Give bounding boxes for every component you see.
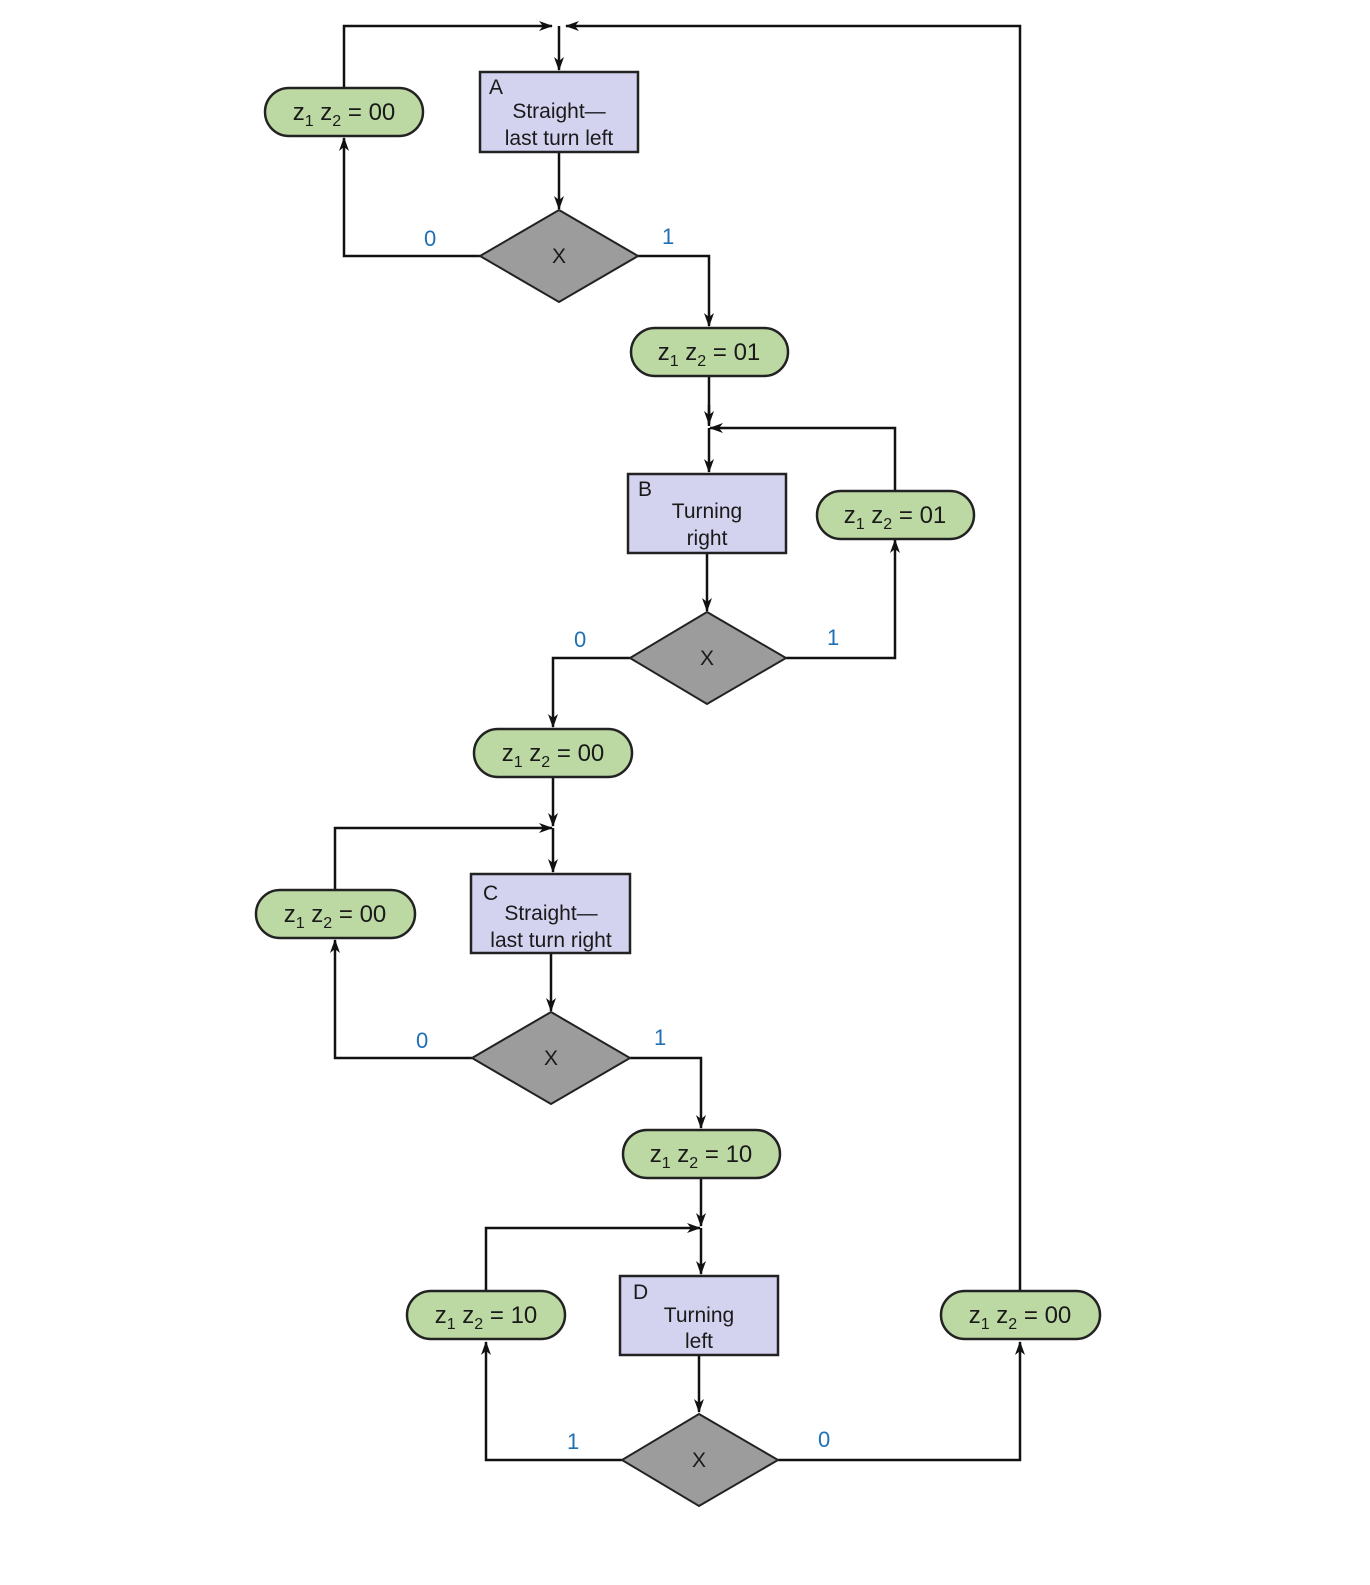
branch-label-one: 1 xyxy=(827,625,839,650)
output-b1: z1 z2 = 01 xyxy=(815,489,976,541)
output-a1: z1 z2 = 01 xyxy=(629,326,790,378)
state-c: C Straight— last turn right xyxy=(469,872,632,955)
wire-xd-one xyxy=(481,1341,622,1462)
state-a: A Straight— last turn left xyxy=(478,70,640,154)
wire-d0-return xyxy=(565,21,1022,1290)
state-d: D Turning left xyxy=(618,1274,780,1357)
decision-label: X xyxy=(700,647,714,670)
output-assignment: z1 z2 = 00 xyxy=(293,99,396,130)
output-assignment: z1 z2 = 01 xyxy=(844,502,947,533)
decision-c: X xyxy=(470,1010,632,1106)
output-assignment: z1 z2 = 10 xyxy=(650,1141,753,1172)
output-assignment: z1 z2 = 00 xyxy=(969,1302,1072,1333)
wire-a0-return xyxy=(342,21,553,88)
wire-xa-one xyxy=(638,254,714,327)
decision-b: X xyxy=(628,610,788,706)
output-assignment: z1 z2 = 00 xyxy=(284,901,387,932)
wire-b1-return xyxy=(709,423,897,490)
branch-label-zero: 0 xyxy=(424,226,436,251)
output-assignment: z1 z2 = 01 xyxy=(658,339,761,370)
state-b: B Turning right xyxy=(626,472,788,555)
decision-label: X xyxy=(692,1449,706,1472)
output-d0: z1 z2 = 00 xyxy=(939,1289,1102,1341)
state-line: last turn right xyxy=(490,929,612,952)
state-line: right xyxy=(687,527,728,550)
output-d1: z1 z2 = 10 xyxy=(405,1289,567,1341)
decision-d: X xyxy=(620,1412,780,1508)
connectors xyxy=(330,21,1025,1462)
state-letter: A xyxy=(489,76,503,99)
decision-a: X xyxy=(478,208,640,304)
branch-label-one: 1 xyxy=(567,1429,579,1454)
branch-label-zero: 0 xyxy=(416,1028,428,1053)
decision-label: X xyxy=(552,245,566,268)
output-assignment: z1 z2 = 10 xyxy=(435,1302,538,1333)
output-c1: z1 z2 = 10 xyxy=(621,1128,782,1180)
wire-c0-return xyxy=(333,823,553,890)
branch-label-zero: 0 xyxy=(574,627,586,652)
wire-xa-zero xyxy=(339,137,480,258)
state-letter: B xyxy=(638,478,652,501)
state-letter: C xyxy=(483,882,498,905)
output-a0: z1 z2 = 00 xyxy=(263,86,425,138)
wire-xc-one xyxy=(630,1056,706,1129)
output-assignment: z1 z2 = 00 xyxy=(502,740,605,771)
output-c0: z1 z2 = 00 xyxy=(254,888,417,940)
wire-xd-zero xyxy=(778,1341,1025,1462)
output-b0: z1 z2 = 00 xyxy=(472,727,634,779)
branch-label-zero: 0 xyxy=(818,1427,830,1452)
state-line: Straight— xyxy=(504,902,597,925)
state-line: Turning xyxy=(664,1304,734,1327)
state-line: Turning xyxy=(672,500,742,523)
decision-label: X xyxy=(544,1047,558,1070)
branch-label-one: 1 xyxy=(654,1025,666,1050)
wire-xb-zero xyxy=(548,656,630,728)
state-letter: D xyxy=(633,1281,648,1304)
wire-xb-one xyxy=(786,539,900,660)
branch-label-one: 1 xyxy=(662,224,674,249)
state-line: Straight— xyxy=(512,100,605,123)
state-line: left xyxy=(685,1330,713,1353)
wire-xc-zero xyxy=(330,939,472,1060)
wire-d1-return xyxy=(484,1223,701,1290)
branch-labels: 0 1 0 1 0 1 1 0 xyxy=(416,224,839,1454)
state-line: last turn left xyxy=(505,127,614,150)
